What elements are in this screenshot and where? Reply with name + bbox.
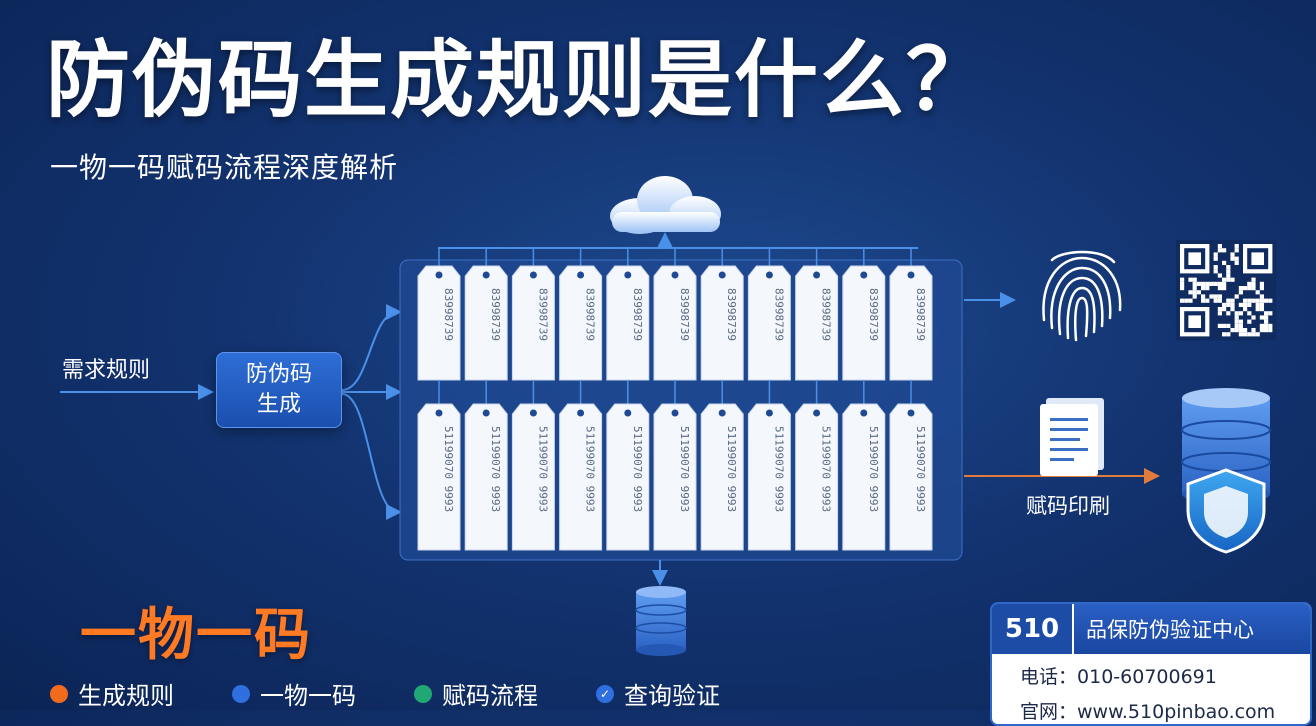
cloud-icon — [610, 176, 721, 234]
code-tag-bottom: 51199070 9993 — [417, 403, 461, 551]
code-tag-bottom: 51199070 9993 — [795, 403, 839, 551]
code-tag-top: 83998739 — [511, 265, 555, 381]
code-tag-bottom: 51199070 9993 — [889, 403, 933, 551]
branch-arrow-top — [341, 304, 402, 391]
legend-item: 赋码流程 — [414, 676, 538, 711]
tag-code-text: 51199070 9993 — [536, 426, 549, 512]
code-tag-top: 83998739 — [464, 265, 508, 381]
tag-code-text: 83998739 — [678, 288, 691, 341]
code-tag-top: 83998739 — [747, 265, 791, 381]
code-tag-top: 83998739 — [889, 265, 933, 381]
tag-code-text: 51199070 9993 — [442, 426, 455, 512]
legend-item: 生成规则 — [50, 676, 174, 711]
code-tag-bottom: 51199070 9993 — [606, 403, 650, 551]
legend-item: 一物一码 — [232, 676, 356, 711]
flow-diagram: 83998739 51199070 9993 83998739 51199070 99… — [60, 176, 1277, 656]
site-label: 官网： — [1020, 701, 1078, 723]
tag-code-text: 83998739 — [820, 288, 833, 341]
qr-code-icon — [1176, 240, 1277, 341]
database-icon-small — [635, 586, 687, 656]
fingerprint-icon — [1042, 250, 1122, 342]
legend-label: 一物一码 — [260, 682, 356, 710]
contact-name: 品保防伪验证中心 — [1086, 618, 1254, 642]
green-dot-icon — [414, 684, 432, 703]
tag-code-text: 51199070 9993 — [584, 426, 597, 512]
code-tag-top: 83998739 — [606, 265, 650, 381]
code-tag-top: 83998739 — [700, 265, 744, 381]
code-tag-top: 83998739 — [417, 265, 461, 381]
check-icon: ✓ — [596, 684, 614, 703]
tag-code-text: 83998739 — [772, 288, 785, 341]
contact-number: 510 — [992, 604, 1074, 654]
tag-code-text: 51199070 9993 — [631, 426, 644, 512]
tag-code-text: 51199070 9993 — [820, 426, 833, 512]
tag-code-text: 83998739 — [867, 288, 880, 341]
contact-site-row[interactable]: 官网：www.510pinbao.com — [992, 697, 1310, 724]
code-tag-bottom: 51199070 9993 — [464, 403, 508, 551]
tag-code-text: 51199070 9993 — [678, 426, 691, 512]
blue-dot-icon — [232, 684, 250, 703]
legend-label: 查询验证 — [624, 682, 720, 710]
generate-box: 防伪码生成 — [216, 352, 342, 428]
tag-code-text: 51199070 9993 — [725, 426, 738, 512]
contact-phone-row: 电话：010-60700691 — [992, 662, 1310, 689]
tag-code-text: 83998739 — [725, 288, 738, 341]
code-tag-bottom: 51199070 9993 — [559, 403, 603, 551]
code-tag-bottom: 51199070 9993 — [842, 403, 886, 551]
code-tag-bottom: 51199070 9993 — [700, 403, 744, 551]
code-tag-bottom: 51199070 9993 — [747, 403, 791, 551]
page-title: 防伪码生成规则是什么？ — [46, 31, 993, 129]
page-subtitle: 一物一码赋码流程深度解析 — [50, 151, 399, 184]
code-tag-top: 83998739 — [842, 265, 886, 381]
tag-code-text: 51199070 9993 — [772, 426, 785, 512]
tag-code-text: 83998739 — [631, 288, 644, 341]
one-item-one-code-title: 一物一码 — [80, 603, 312, 668]
tags-layer: 83998739 51199070 9993 83998739 51199070 99… — [417, 248, 933, 551]
legend-item: ✓ 查询验证 — [596, 676, 720, 711]
requirement-label: 需求规则 — [62, 358, 151, 383]
code-tag-top: 83998739 — [653, 265, 697, 381]
code-tag-top: 83998739 — [559, 265, 603, 381]
tag-code-text: 83998739 — [914, 288, 927, 341]
branch-arrow-bottom — [341, 393, 402, 520]
legend-label: 生成规则 — [78, 682, 174, 710]
tag-code-text: 83998739 — [584, 288, 597, 341]
tag-code-text: 83998739 — [489, 288, 502, 341]
shield-icon — [1186, 468, 1266, 554]
code-tag-bottom: 51199070 9993 — [511, 403, 555, 551]
code-tag-top: 83998739 — [795, 265, 839, 381]
generate-label: 防伪码生成 — [245, 362, 312, 417]
legend: 生成规则 一物一码 赋码流程 ✓ 查询验证 — [50, 676, 778, 711]
legend-label: 赋码流程 — [442, 682, 538, 710]
tag-code-text: 51199070 9993 — [914, 426, 927, 512]
tag-code-text: 51199070 9993 — [867, 426, 880, 512]
orange-dot-icon — [50, 684, 68, 703]
tag-code-text: 51199070 9993 — [489, 426, 502, 512]
contact-card: 510 品保防伪验证中心 电话：010-60700691 官网：www.510p… — [990, 602, 1312, 726]
code-tag-bottom: 51199070 9993 — [653, 403, 697, 551]
document-icon — [1040, 398, 1104, 476]
contact-card-header: 510 品保防伪验证中心 — [992, 604, 1310, 654]
phone-label: 电话： — [1020, 666, 1078, 688]
phone-value: 010-60700691 — [1077, 666, 1217, 688]
tag-code-text: 83998739 — [442, 288, 455, 341]
tag-code-text: 83998739 — [536, 288, 549, 341]
print-label: 赋码印刷 — [1026, 494, 1110, 518]
site-link[interactable]: www.510pinbao.com — [1077, 701, 1276, 723]
